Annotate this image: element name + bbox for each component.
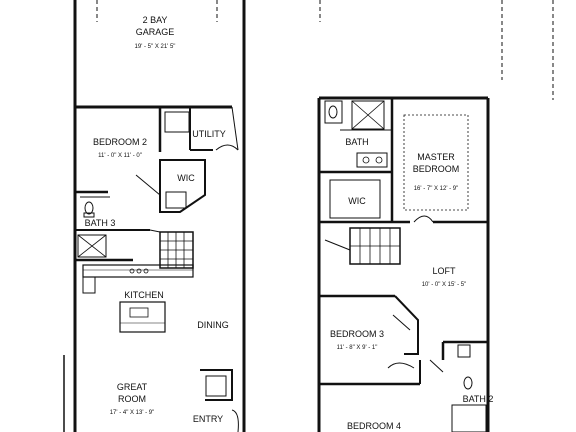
garage-dimensions: 19' - 5" X 21' 5" [135,44,176,50]
bedroom3-dimensions: 11' - 8" X 9' - 1" [337,345,378,351]
garage-label-line2: GARAGE [136,27,175,37]
great-room-label-line1: GREAT [117,382,148,392]
bath3-label: BATH 3 [85,218,116,228]
master-bedroom-dimensions: 16' - 7" X 12' - 9" [414,186,459,192]
wic-label: WIC [177,173,195,183]
bath2-label: BATH 2 [463,394,494,404]
master-bedroom-label-line2: BEDROOM [413,164,460,174]
first-floor-plan [63,0,246,432]
master-bedroom-label-line1: MASTER [417,152,455,162]
upper-bath-label: BATH [345,137,368,147]
upper-wic-label: WIC [348,196,366,206]
kitchen-label: KITCHEN [124,290,164,300]
garage-label-line1: 2 BAY [143,15,168,25]
great-room-dimensions: 17' - 4" X 13' - 9" [110,410,155,416]
bedroom2-label: BEDROOM 2 [93,137,147,147]
great-room-label-line2: ROOM [118,394,146,404]
bedroom2-dimensions: 11' - 0" X 11' - 0" [98,153,142,159]
utility-label: UTILITY [192,129,226,139]
bedroom4-label: BEDROOM 4 [347,421,401,431]
bedroom3-label: BEDROOM 3 [330,329,384,339]
loft-label: LOFT [432,266,456,276]
dining-label: DINING [197,320,229,330]
entry-label: ENTRY [193,414,223,424]
second-floor-plan [317,0,554,432]
loft-dimensions: 10' - 0" X 15' - 5" [422,282,467,288]
